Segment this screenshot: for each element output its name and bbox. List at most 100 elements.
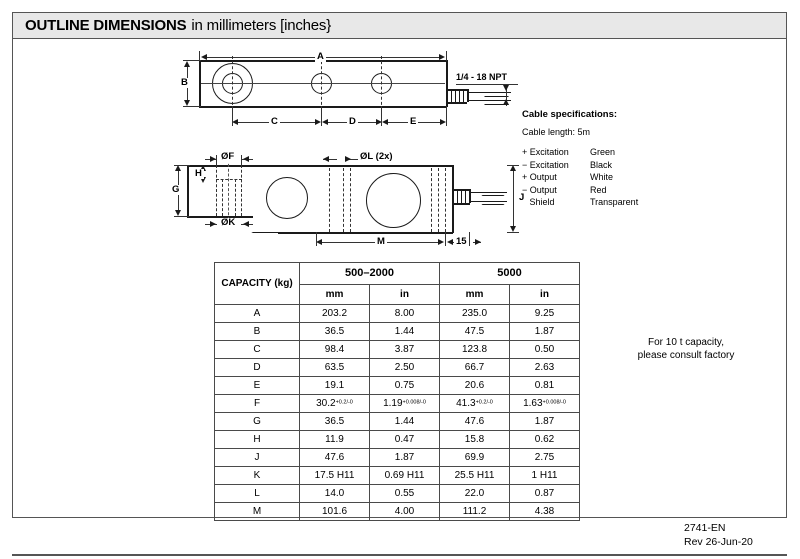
cable-spec-title: Cable specifications: [522, 109, 618, 120]
value-mm-5000: 235.0 [439, 304, 510, 323]
cable-wire-row: − Excitation Black [522, 159, 702, 172]
value-mm-5000: 41.3+0.2/-0 [439, 394, 510, 413]
dimension-label-cell: B [214, 322, 300, 341]
dim-j-line [513, 170, 514, 227]
dim-j-ext-top [507, 165, 519, 166]
right-hole-centerline [381, 56, 382, 110]
value-in-500-2000: 1.19+0.008/-0 [369, 394, 440, 413]
value-mm-5000: 47.6 [439, 412, 510, 431]
cable-wire-row: Shield Transparent [522, 196, 702, 209]
gland-top-edge [446, 89, 467, 91]
drawing-frame: OUTLINE DIMENSIONS in millimeters [inche… [12, 12, 787, 521]
side-cable-lead-bottom [469, 201, 507, 202]
dim-b-label: B [179, 77, 190, 88]
capacity-header-cell: CAPACITY (kg) [214, 262, 300, 305]
dim-d-arrow-right [376, 119, 382, 125]
side-cable-diagonal-2 [481, 195, 515, 205]
value-mm-5000: 111.2 [439, 502, 510, 521]
gland-thread-line-2 [455, 89, 456, 102]
cable-wire-row: + Output White [522, 171, 702, 184]
document-footer: 2741-EN Rev 26-Jun-20 [684, 522, 753, 549]
cable-wire-color: Transparent [590, 197, 639, 207]
dim-l-arrow-left [323, 156, 329, 162]
npt-leader-horizontal [456, 84, 518, 85]
value-in-500-2000: 1.44 [369, 322, 440, 341]
hole-l-dash-1 [329, 168, 330, 232]
side-view-top-edge [187, 165, 453, 167]
dim-a-arrow-right [439, 54, 445, 60]
dim-cd-ext-mid [321, 106, 322, 126]
value-in-500-2000: 3.87 [369, 340, 440, 359]
table-header-row-units: mm in mm in [215, 284, 580, 305]
counterbore-dash-right-inner [235, 179, 236, 216]
mid-hole-centerline [321, 56, 322, 110]
dim-h-label: H [193, 168, 204, 179]
left-hole-centerline [232, 56, 233, 110]
cable-wire-signal: + Output [522, 172, 557, 182]
value-in-5000: 0.87 [509, 484, 580, 503]
value-in-5000: 9.25 [509, 304, 580, 323]
document-revision: Rev 26-Jun-20 [684, 535, 753, 548]
dim-b-arrow-down [184, 100, 190, 106]
dim-b-ext-bottom [183, 106, 201, 107]
dim-g-arrow-up [175, 165, 181, 171]
dim-f-ext-right [241, 155, 242, 167]
dim-a-ext-right [446, 51, 447, 61]
side-gland-end [469, 189, 471, 203]
value-in-5000: 2.63 [509, 358, 580, 377]
value-in-5000: 0.62 [509, 430, 580, 449]
side-gland-thread-2 [461, 189, 462, 203]
dim-h-arrow-down [200, 177, 206, 183]
value-mm-500-2000: 36.5 [299, 322, 370, 341]
cable-wire-color: Green [590, 147, 616, 157]
value-in-500-2000: 2.50 [369, 358, 440, 377]
top-view-body-left-edge [199, 60, 201, 107]
value-mm-500-2000: 101.6 [299, 502, 370, 521]
dim-l-label: ØL (2x) [358, 151, 395, 162]
dim-f-label: ØF [219, 151, 237, 162]
value-in-500-2000: 8.00 [369, 304, 440, 323]
value-mm-5000: 25.5 H11 [439, 466, 510, 485]
dim-e-arrow-right [440, 119, 446, 125]
cable-wire-row: − Output Red [522, 184, 702, 197]
dimension-label-cell: A [214, 304, 300, 323]
cable-wire-color: Black [590, 159, 613, 170]
value-in-5000: 1.87 [509, 412, 580, 431]
counterbore-centerline [228, 159, 229, 225]
dimension-label-cell: M [214, 502, 300, 521]
cable-length-text: Cable length: 5m [522, 127, 591, 137]
hole-l-dash-6 [445, 168, 446, 232]
dim-d-arrow-left [322, 119, 328, 125]
value-mm-5000: 20.6 [439, 376, 510, 395]
dim-f-arrow-right [210, 156, 216, 162]
dim-g-ext-top [174, 165, 190, 166]
dimension-label-cell: G [214, 412, 300, 431]
dim-l-arrow-right [345, 156, 351, 162]
dimension-label-cell: K [214, 466, 300, 485]
dim-g-label: G [170, 184, 182, 195]
cable-specifications-block: Cable specifications: Cable length: 5m +… [522, 109, 702, 209]
gland-bottom-edge [446, 102, 467, 104]
value-in-5000: 2.75 [509, 448, 580, 467]
cable-wire-color: Red [590, 184, 607, 195]
cable-wire-signal: + Excitation [522, 147, 569, 157]
dim-j-arrow-down [510, 226, 516, 232]
cable-wire-signal: − Output [522, 184, 557, 195]
gland-thread-line-1 [451, 89, 452, 102]
cable-wire-signal: − Excitation [522, 159, 569, 170]
npt-thread-label: 1/4 - 18 NPT [456, 72, 508, 82]
cable-lead-bottom [467, 100, 511, 101]
dim-g-ext-bottom [174, 216, 190, 217]
dim-f-arrow-left [243, 156, 249, 162]
dim-j-label: J [517, 192, 527, 203]
dim-e-ext-right [446, 106, 447, 126]
value-mm-500-2000: 14.0 [299, 484, 370, 503]
